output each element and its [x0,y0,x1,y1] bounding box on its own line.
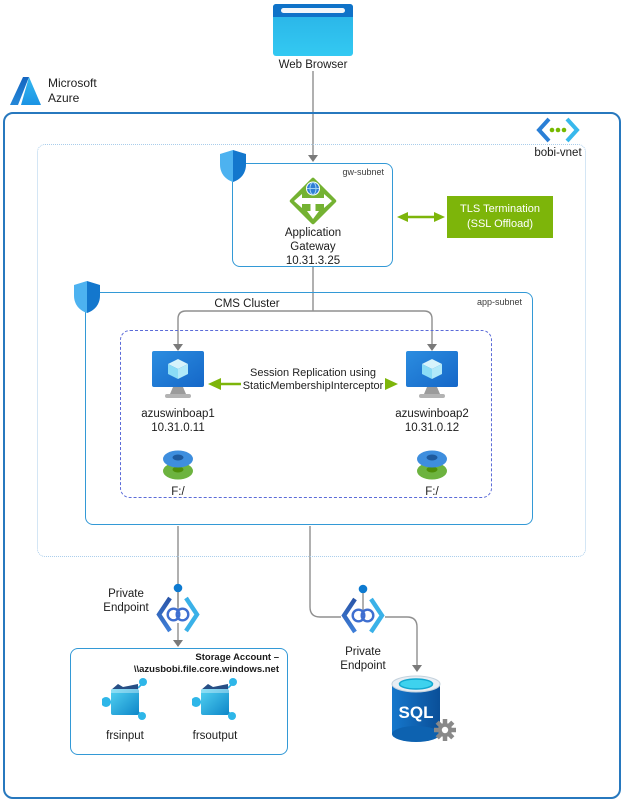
nsg-shield-icon [74,281,100,313]
file-share1-label: frsinput [106,730,144,742]
disk1-label: F:/ [171,486,185,498]
tls-termination-box: TLS Termination (SSL Offload) [447,196,553,238]
app-subnet-box: app-subnet [85,292,533,525]
file-share-icon [192,678,237,720]
storage-account-title: Storage Account – \\azusbobi.file.core.w… [133,652,279,675]
virtual-machine-icon [152,351,204,398]
disk-icon [163,450,193,480]
private-endpoint-icon [341,584,385,634]
application-gateway-label: Application Gateway 10.31.3.25 [284,227,342,267]
vm2-label: azuswinboap2 10.31.0.12 [395,408,469,434]
private-endpoint-icon [156,583,200,633]
vm1-label: azuswinboap1 10.31.0.11 [141,408,215,434]
browser-address-bar [281,8,345,13]
browser-titlebar [273,4,353,17]
session-replication-label: Session Replication using StaticMembersh… [240,367,386,393]
disk-icon [417,450,447,480]
private-endpoint-right-label: Private Endpoint [340,646,386,672]
storage-account-box: Storage Account – \\azusbobi.file.core.w… [70,648,288,755]
sql-text: SQL [399,703,434,722]
nsg-shield-icon [220,150,246,182]
application-gateway-icon [289,177,337,225]
vnet-label: bobi-vnet [534,147,582,159]
azure-logo-icon [10,77,41,105]
web-browser-icon [273,4,353,56]
gw-subnet-box: gw-subnet [232,163,393,267]
virtual-network-icon [536,117,580,143]
file-share2-label: frsoutput [192,730,238,742]
sql-database-icon: SQL [391,675,456,742]
disk2-label: F:/ [425,486,439,498]
azure-label: Microsoft Azure [48,76,97,105]
gw-subnet-tag: gw-subnet [342,167,384,177]
web-browser-label: Web Browser [278,59,348,71]
private-endpoint-left-label: Private Endpoint [103,588,149,614]
file-share-icon [102,678,147,720]
gear-icon [434,719,456,741]
azure-boundary-box [3,112,621,799]
cms-cluster-label: CMS Cluster [214,298,280,310]
virtual-machine-icon [406,351,458,398]
app-subnet-tag: app-subnet [476,297,522,307]
